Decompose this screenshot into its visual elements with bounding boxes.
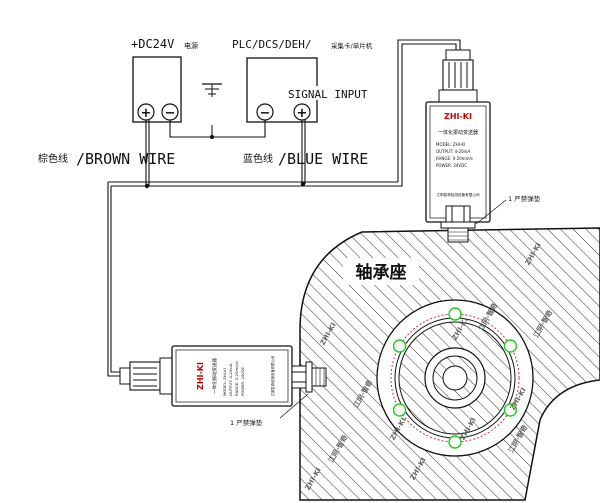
sensor-left-washer-note: 1 严禁弹垫 [230,418,263,427]
wiring [107,39,461,377]
plc-input: PLC/DCS/DEH/ 采集卡/单片机 SIGNAL INPUT − + [232,38,384,123]
bolt-hole [392,403,407,417]
plc-label: PLC/DCS/DEH/ [232,38,311,51]
sensor-top-name: 一体化振动变送器 [438,129,478,136]
power-minus-symbol: − [165,106,176,121]
sensor-top-brand: ZHI-KI [444,112,472,121]
sensor-left-spec: RANGE: 0-20mm/s [234,361,239,396]
sensor-top-maker: 江阴智奇检测设备有限公司 [436,192,480,197]
sensor-top-spec: OUTPUT: 4-20mA [436,149,470,154]
bolt-hole [448,435,462,449]
brown-wire-en: /BROWN WIRE [76,150,175,168]
sensor-top-spec: MODEL: ZHI-KI [436,142,465,147]
bolt-hole [392,339,407,353]
plc-plus-symbol: + [297,106,308,121]
sensor-left-spec: MODEL: ZHI-KI [222,368,227,396]
power-label: +DC24V [131,37,174,51]
sensor-left-maker: 江阴智奇检测设备有限公司 [270,356,275,397]
power-sub: 电源 [184,41,198,50]
signal-input-label: SIGNAL INPUT [288,88,368,101]
bolt-hole [448,307,462,321]
blue-wire-cn: 蓝色线 [243,152,273,165]
sensor-left-name: 一体化振动变送器 [211,358,218,394]
brown-wire-cn: 棕色线 [38,152,68,165]
ground-symbol [202,83,222,139]
bolt-holes [392,307,518,449]
sensor-top-washer-note: 1 严禁弹垫 [508,194,541,203]
bolt-hole [503,339,518,353]
sensor-left-spec: OUTPUT: 4-20mA [228,363,233,396]
sensor-top-spec: RANGE: 0-20mm/s [436,156,473,161]
shaft-center [442,365,468,391]
plc-sub: 采集卡/单片机 [331,41,373,50]
housing-title: 轴承座 [356,262,407,283]
sensor-left: ZHI-KI 一体化振动变送器 MODEL: ZHI-KI OUTPUT: 4-… [119,345,327,427]
bolt-hole [503,403,518,417]
sensor-top: ZHI-KI 一体化振动变送器 MODEL: ZHI-KI OUTPUT: 4-… [425,49,541,243]
plc-minus-symbol: − [260,106,271,121]
power-plus-symbol: + [141,106,152,121]
sensor-top-spec: POWER: 24VDC [436,163,467,168]
sensor-left-brand: ZHI-KI [196,362,205,390]
sensor-left-spec: POWER: 24VDC [240,366,245,396]
housing-title-box [343,258,419,285]
blue-wire-en: /BLUE WIRE [278,150,368,168]
power-supply: +DC24V 电源 + − [131,37,198,123]
